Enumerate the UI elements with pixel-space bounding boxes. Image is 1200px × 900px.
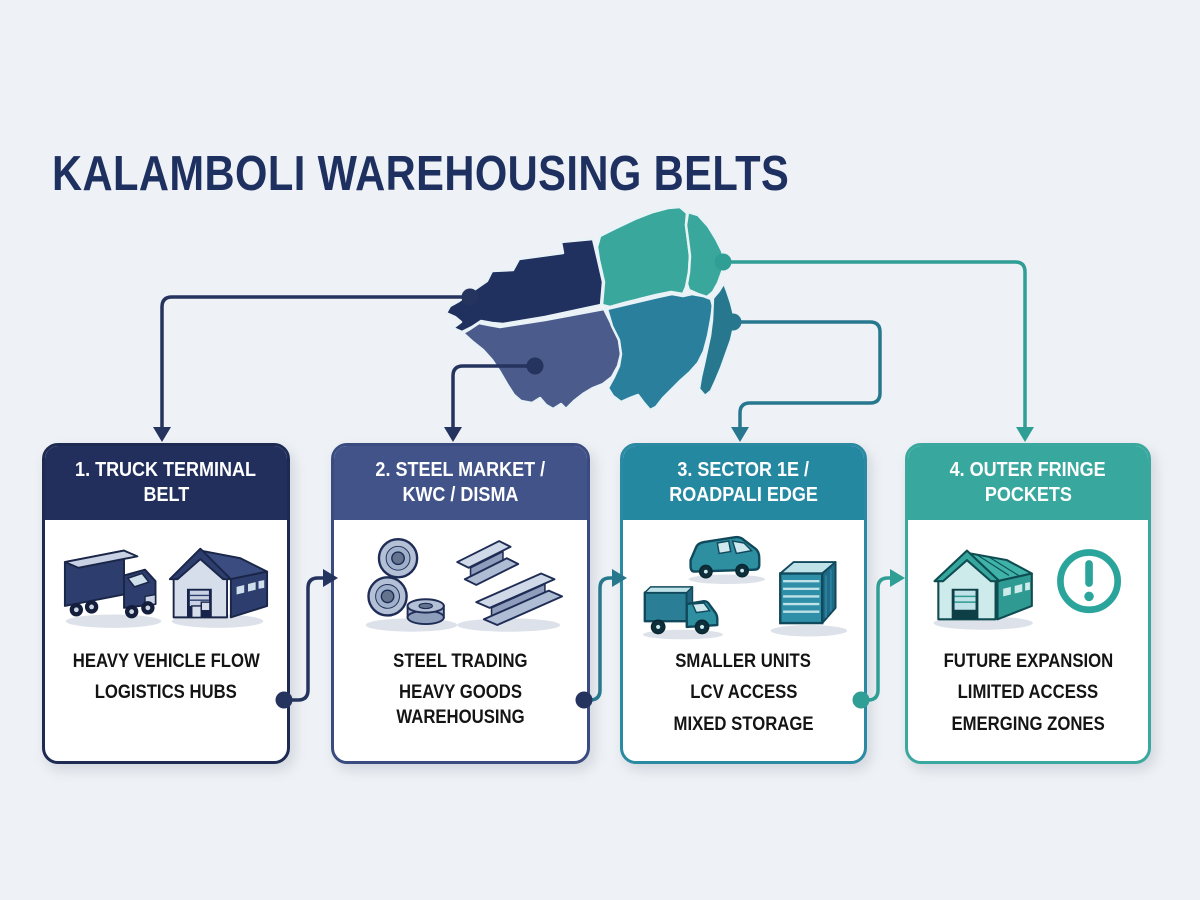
card-4-icons — [933, 549, 1121, 630]
map-card-connectors — [153, 253, 1034, 442]
card-header-line: KWC / DISMA — [402, 484, 519, 506]
connector-belt-4 — [714, 253, 1034, 442]
card-note: EMERGING ZONES — [951, 713, 1105, 735]
card-note: LIMITED ACCESS — [957, 682, 1099, 704]
alert-icon — [1057, 549, 1121, 614]
warehouse-icon — [168, 547, 269, 628]
card-note: HEAVY VEHICLE FLOW — [72, 651, 260, 672]
card-header-line: 4. OUTER FRINGE — [949, 459, 1107, 481]
belt-3-sector-1e-region — [605, 292, 715, 412]
connector-dot — [714, 253, 732, 271]
connector-dot — [461, 288, 479, 306]
arrow-down-icon — [731, 427, 749, 442]
card-4-notes: FUTURE EXPANSION LIMITED ACCESS EMERGING… — [916, 648, 1140, 761]
card-header-line: BELT — [143, 484, 189, 506]
card-truck-terminal-belt: 1. TRUCK TERMINAL BELT — [42, 443, 290, 764]
card-3-notes: SMALLER UNITS LCV ACCESS MIXED STORAGE — [631, 648, 856, 761]
card-note: LCV ACCESS — [689, 682, 798, 704]
card-sector-1e-roadpali-edge: 3. SECTOR 1E / ROADPALI EDGE — [620, 443, 867, 764]
storage-container-icon — [770, 561, 847, 637]
card-steel-market-kwc-disma: 2. STEEL MARKET / KWC / DISMA — [331, 443, 590, 764]
belt-3-sector-1e-sliver — [697, 281, 736, 398]
lcv-truck-icon — [642, 586, 723, 640]
card-note: STEEL TRADING — [393, 651, 528, 672]
card-3-header: 3. SECTOR 1E / ROADPALI EDGE — [623, 446, 864, 520]
connector-belt-2 — [444, 357, 544, 442]
connector-dot — [526, 357, 544, 375]
card-2-notes: STEEL TRADING HEAVY GOODS WAREHOUSING — [342, 648, 579, 761]
card-header-line: ROADPALI EDGE — [669, 484, 818, 506]
card-note: SMALLER UNITS — [675, 651, 812, 672]
arrow-right-icon — [890, 569, 905, 587]
card-1-notes: HEAVY VEHICLE FLOW LOGISTICS HUBS — [53, 648, 279, 761]
card-note: FUTURE EXPANSION — [943, 651, 1113, 672]
connector-dot — [724, 313, 742, 331]
map-regions — [444, 205, 736, 412]
page-title: KALAMBOLI WAREHOUSING BELTS — [52, 147, 790, 201]
card-4-header: 4. OUTER FRINGE POCKETS — [908, 446, 1148, 520]
belt-2-steel-market-region — [461, 307, 623, 411]
card-1-header: 1. TRUCK TERMINAL BELT — [45, 446, 287, 520]
card-2-header: 2. STEEL MARKET / KWC / DISMA — [334, 446, 587, 520]
card-header-line: 1. TRUCK TERMINAL — [75, 459, 257, 481]
steel-coils-icon — [365, 537, 457, 632]
steel-beams-icon — [455, 540, 563, 632]
card-header-line: 3. SECTOR 1E / — [677, 459, 810, 481]
arrow-down-icon — [153, 427, 171, 442]
belt-4-outer-fringe-sliver — [684, 210, 727, 299]
card-outer-fringe-pockets: 4. OUTER FRINGE POCKETS — [905, 443, 1151, 764]
belt-1-truck-terminal-region — [444, 237, 605, 334]
arrow-down-icon — [444, 427, 462, 442]
heavy-truck-icon — [63, 549, 162, 628]
connector-belt-1 — [153, 288, 479, 442]
fringe-warehouse-icon — [933, 549, 1033, 630]
connector-belt-3 — [724, 313, 882, 442]
card-3-icons — [642, 535, 847, 640]
card-note: MIXED STORAGE — [673, 713, 814, 735]
card-1-icons — [63, 547, 269, 628]
card-note: LOGISTICS HUBS — [94, 682, 238, 704]
arrow-down-icon — [1016, 427, 1034, 442]
card-header-line: POCKETS — [984, 484, 1072, 506]
belt-4-outer-fringe-region — [595, 205, 692, 309]
card-note: HEAVY GOODS WAREHOUSING — [396, 682, 525, 728]
card-header-line: 2. STEEL MARKET / — [375, 459, 546, 481]
van-icon — [688, 535, 765, 584]
card-2-icons — [365, 537, 563, 632]
